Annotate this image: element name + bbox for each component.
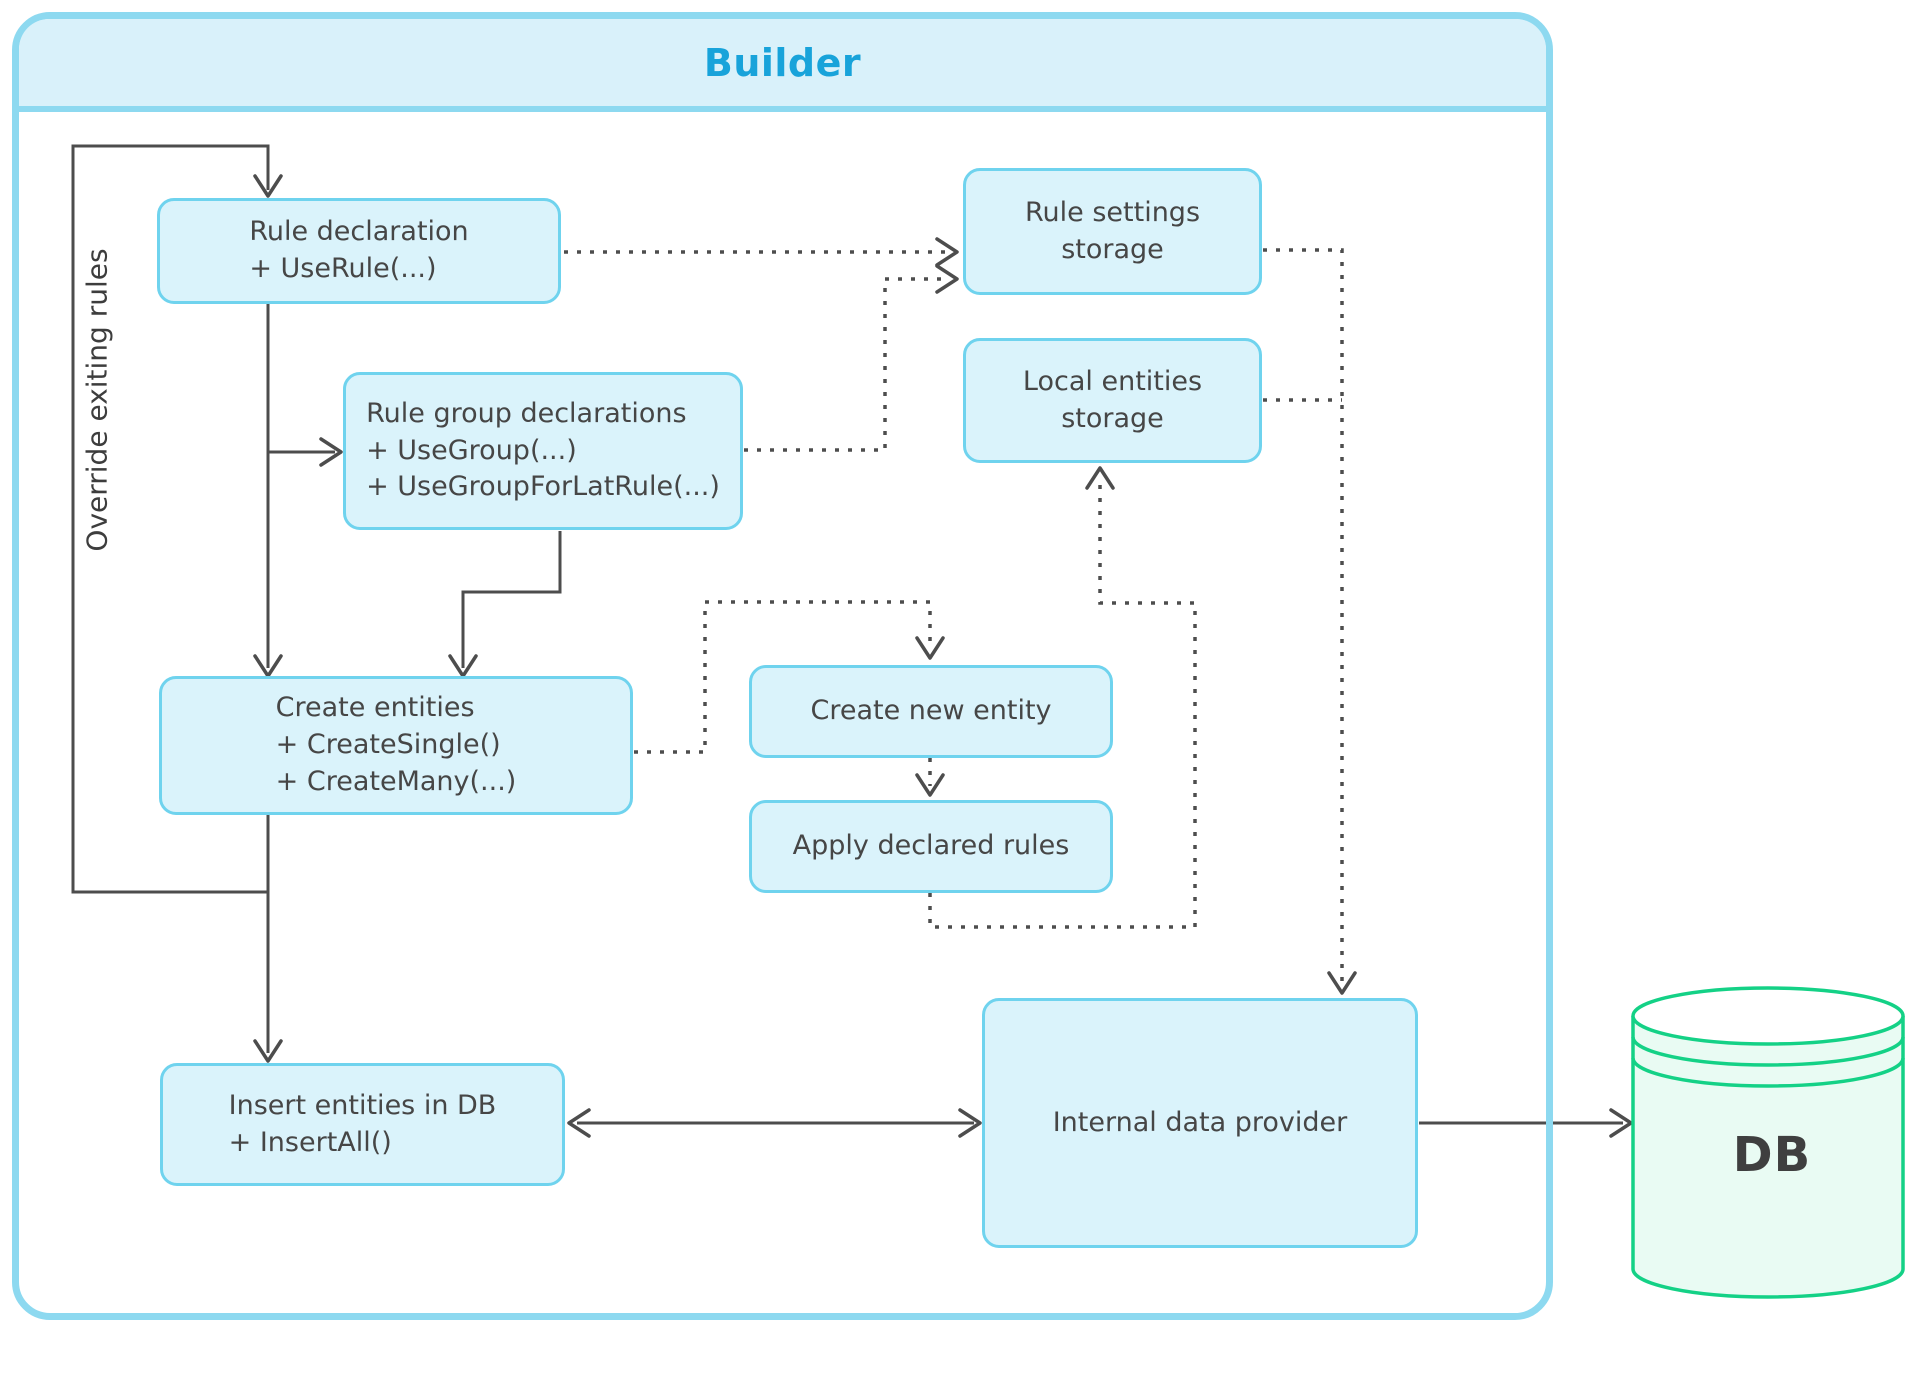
node-rule-group-declarations-text: Rule group declarations + UseGroup(...) … [366,397,720,503]
node-create-entities: Create entities + CreateSingle() + Creat… [159,676,633,815]
node-rule-declaration: Rule declaration + UseRule(...) [157,198,561,304]
node-apply-declared-rules-text: Apply declared rules [792,830,1070,862]
arrowhead-into-db [1609,1108,1633,1138]
builder-header: Builder [19,19,1546,112]
arrowhead-into-local-storage [1085,466,1115,490]
apply-rules-to-local-storage-dotted [928,478,1197,929]
node-internal-data-provider: Internal data provider [982,998,1418,1248]
arrowhead-into-rule-declaration [253,174,283,198]
arrowhead-into-provider-left [958,1108,982,1138]
node-insert-entities-db-text: Insert entities in DB + InsertAll() [228,1089,497,1158]
node-rule-settings-storage-text: Rule settings storage [1024,196,1201,265]
arrowhead-into-new-entity [915,636,945,660]
db-cylinder-body-fill [1633,1016,1903,1297]
builder-title: Builder [703,40,862,85]
solid-flow-lines [71,144,1623,1125]
builder-container: Builder [12,12,1553,1320]
node-local-entities-storage-text: Local entities storage [1022,365,1203,434]
node-internal-data-provider-text: Internal data provider [1052,1106,1348,1138]
dotted-flow-lines [564,248,1344,984]
create-entities-to-new-entity-dotted [634,600,932,754]
db-label: DB [1732,1127,1812,1183]
node-create-entities-text: Create entities + CreateSingle() + Creat… [275,692,517,797]
arrowhead-into-settings-lower [935,264,959,294]
node-local-entities-storage: Local entities storage [963,338,1262,463]
node-insert-entities-db: Insert entities in DB + InsertAll() [160,1063,565,1186]
arrowhead-into-rule-group [319,437,343,467]
rule-group-to-create-entities-line [461,531,562,668]
node-rule-group-declarations: Rule group declarations + UseGroup(...) … [343,372,743,530]
arrowhead-into-insert-entities [253,1039,283,1063]
override-loop-label: Override exiting rules [80,248,114,552]
node-create-new-entity: Create new entity [749,665,1113,758]
db-cylinder-icon [1631,986,1905,1299]
db-cylinder-top [1631,986,1905,1046]
settings-to-provider-dotted [1263,248,1344,984]
override-loop-line [71,144,270,894]
db-cylinder-ring-1 [1631,1036,1905,1067]
arrowhead-into-apply-rules [915,773,945,797]
arrowhead-into-settings-upper [935,237,959,267]
db-cylinder-ring-2 [1631,1057,1905,1088]
arrowhead-into-insert-entities-right [567,1108,591,1138]
db-cylinder-body-stroke [1631,1016,1905,1299]
arrowhead-into-provider-top [1327,971,1357,995]
node-rule-settings-storage: Rule settings storage [963,168,1262,295]
node-create-new-entity-text: Create new entity [810,695,1052,727]
node-rule-declaration-text: Rule declaration + UseRule(...) [249,216,469,284]
node-apply-declared-rules: Apply declared rules [749,800,1113,893]
